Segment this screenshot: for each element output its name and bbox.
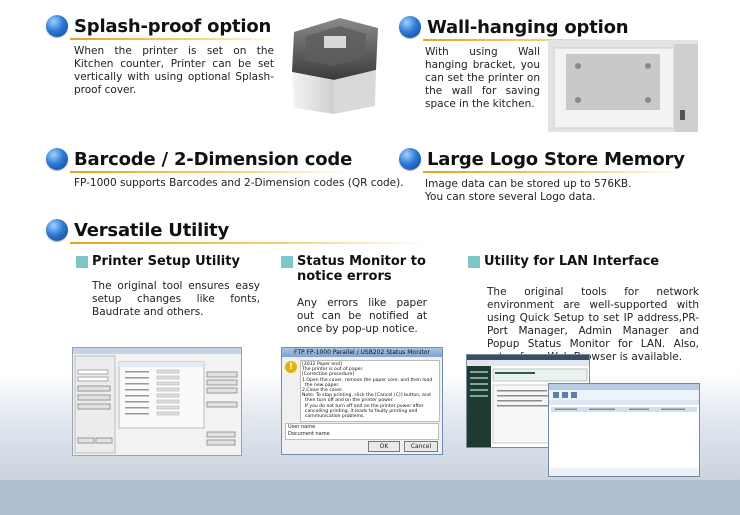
cancel-button[interactable]: Cancel [404,441,438,452]
status-monitor-title-line1: Status Monitor to [297,254,426,269]
popup-message-line: Note: To stop printing, click the [Cance… [302,393,431,399]
lan-utility-heading: Utility for LAN Interface [468,254,659,269]
logo-title: Large Logo Store Memory [427,148,685,170]
heading-underline [70,242,430,244]
blue-orb-icon [46,219,68,241]
popup-message-line: communication problems. [302,414,365,420]
barcode-body: FP-1000 supports Barcodes and 2-Dimensio… [74,177,404,189]
popup-message-line: 2.Close the cover. [302,388,344,394]
popup-message: [3032 Paper end]The printer is out of pa… [300,360,440,422]
status-monitor-body: Any errors like paper out can be notifie… [297,297,427,335]
user-name-label: User name [288,424,316,430]
popup-message-line: cancelling printing, it leads to faulty … [302,408,418,414]
wall-body: With using Wall hanging bracket, you can… [425,46,540,110]
lan-utility-body: The original tools for network environme… [487,286,699,363]
ok-button[interactable]: OK [368,441,400,452]
status-monitor-heading: Status Monitor to notice errors [281,254,426,284]
status-monitor-title-line2: notice errors [297,269,392,284]
utility-title: Versatile Utility [74,219,229,241]
teal-square-icon [281,256,293,268]
splash-title: Splash-proof option [74,15,272,37]
footer-band [0,480,740,515]
popup-info-panel: User name Document name [285,423,439,440]
wall-hanging-printer-image [548,40,698,132]
printer-setup-body: The original tool ensures easy setup cha… [92,280,260,318]
blue-orb-icon [399,16,421,38]
popup-message-line: [3032 Paper end] [302,362,342,367]
logo-body: Image data can be stored up to 576KB. Yo… [425,178,705,204]
heading-underline [423,39,633,41]
heading-underline [70,171,350,173]
status-monitor-title: Status Monitor to notice errors [297,254,426,284]
lan-admin-manager-screenshot [548,383,700,477]
status-monitor-popup: FTP FP-1000 Parallel / USB202 Status Mon… [281,347,443,455]
barcode-heading: Barcode / 2-Dimension code [46,146,352,172]
lan-utility-title: Utility for LAN Interface [484,254,660,269]
popup-title-bar: FTP FP-1000 Parallel / USB202 Status Mon… [282,348,442,357]
splash-body: When the printer is set on the Kitchen c… [74,45,274,96]
splash-proof-printer-image [280,14,385,119]
popup-message-line: the new paper. [302,382,340,388]
barcode-title: Barcode / 2-Dimension code [74,148,353,170]
teal-square-icon [468,256,480,268]
popup-message-line: then turn off and on the printer power. [302,398,394,404]
splash-heading: Splash-proof option [46,13,271,39]
heading-underline [70,38,280,40]
printer-setup-screenshot [72,347,242,456]
popup-message-line: 1.Open the cover, remove the paper core,… [302,377,433,383]
logo-line2: You can store several Logo data. [425,191,596,203]
warning-icon: ! [285,361,297,373]
blue-orb-icon [399,148,421,170]
logo-heading: Large Logo Store Memory [399,146,685,172]
wall-title: Wall-hanging option [427,16,629,38]
popup-message-line: [Correction procedure] [302,372,355,378]
utility-heading: Versatile Utility [46,217,229,243]
popup-message-line: If you do not turn off and on the printe… [302,403,424,409]
printer-setup-title: Printer Setup Utility [92,254,240,269]
printer-setup-heading: Printer Setup Utility [76,254,240,269]
logo-line1: Image data can be stored up to 576KB. [425,178,632,190]
wall-heading: Wall-hanging option [399,14,629,40]
heading-underline [423,171,683,173]
popup-window-title: FTP FP-1000 Parallel / USB202 Status Mon… [294,349,431,356]
teal-square-icon [76,256,88,268]
blue-orb-icon [46,15,68,37]
document-name-label: Document name [288,431,330,437]
popup-message-line: The printer is out of paper. [302,367,364,373]
blue-orb-icon [46,148,68,170]
